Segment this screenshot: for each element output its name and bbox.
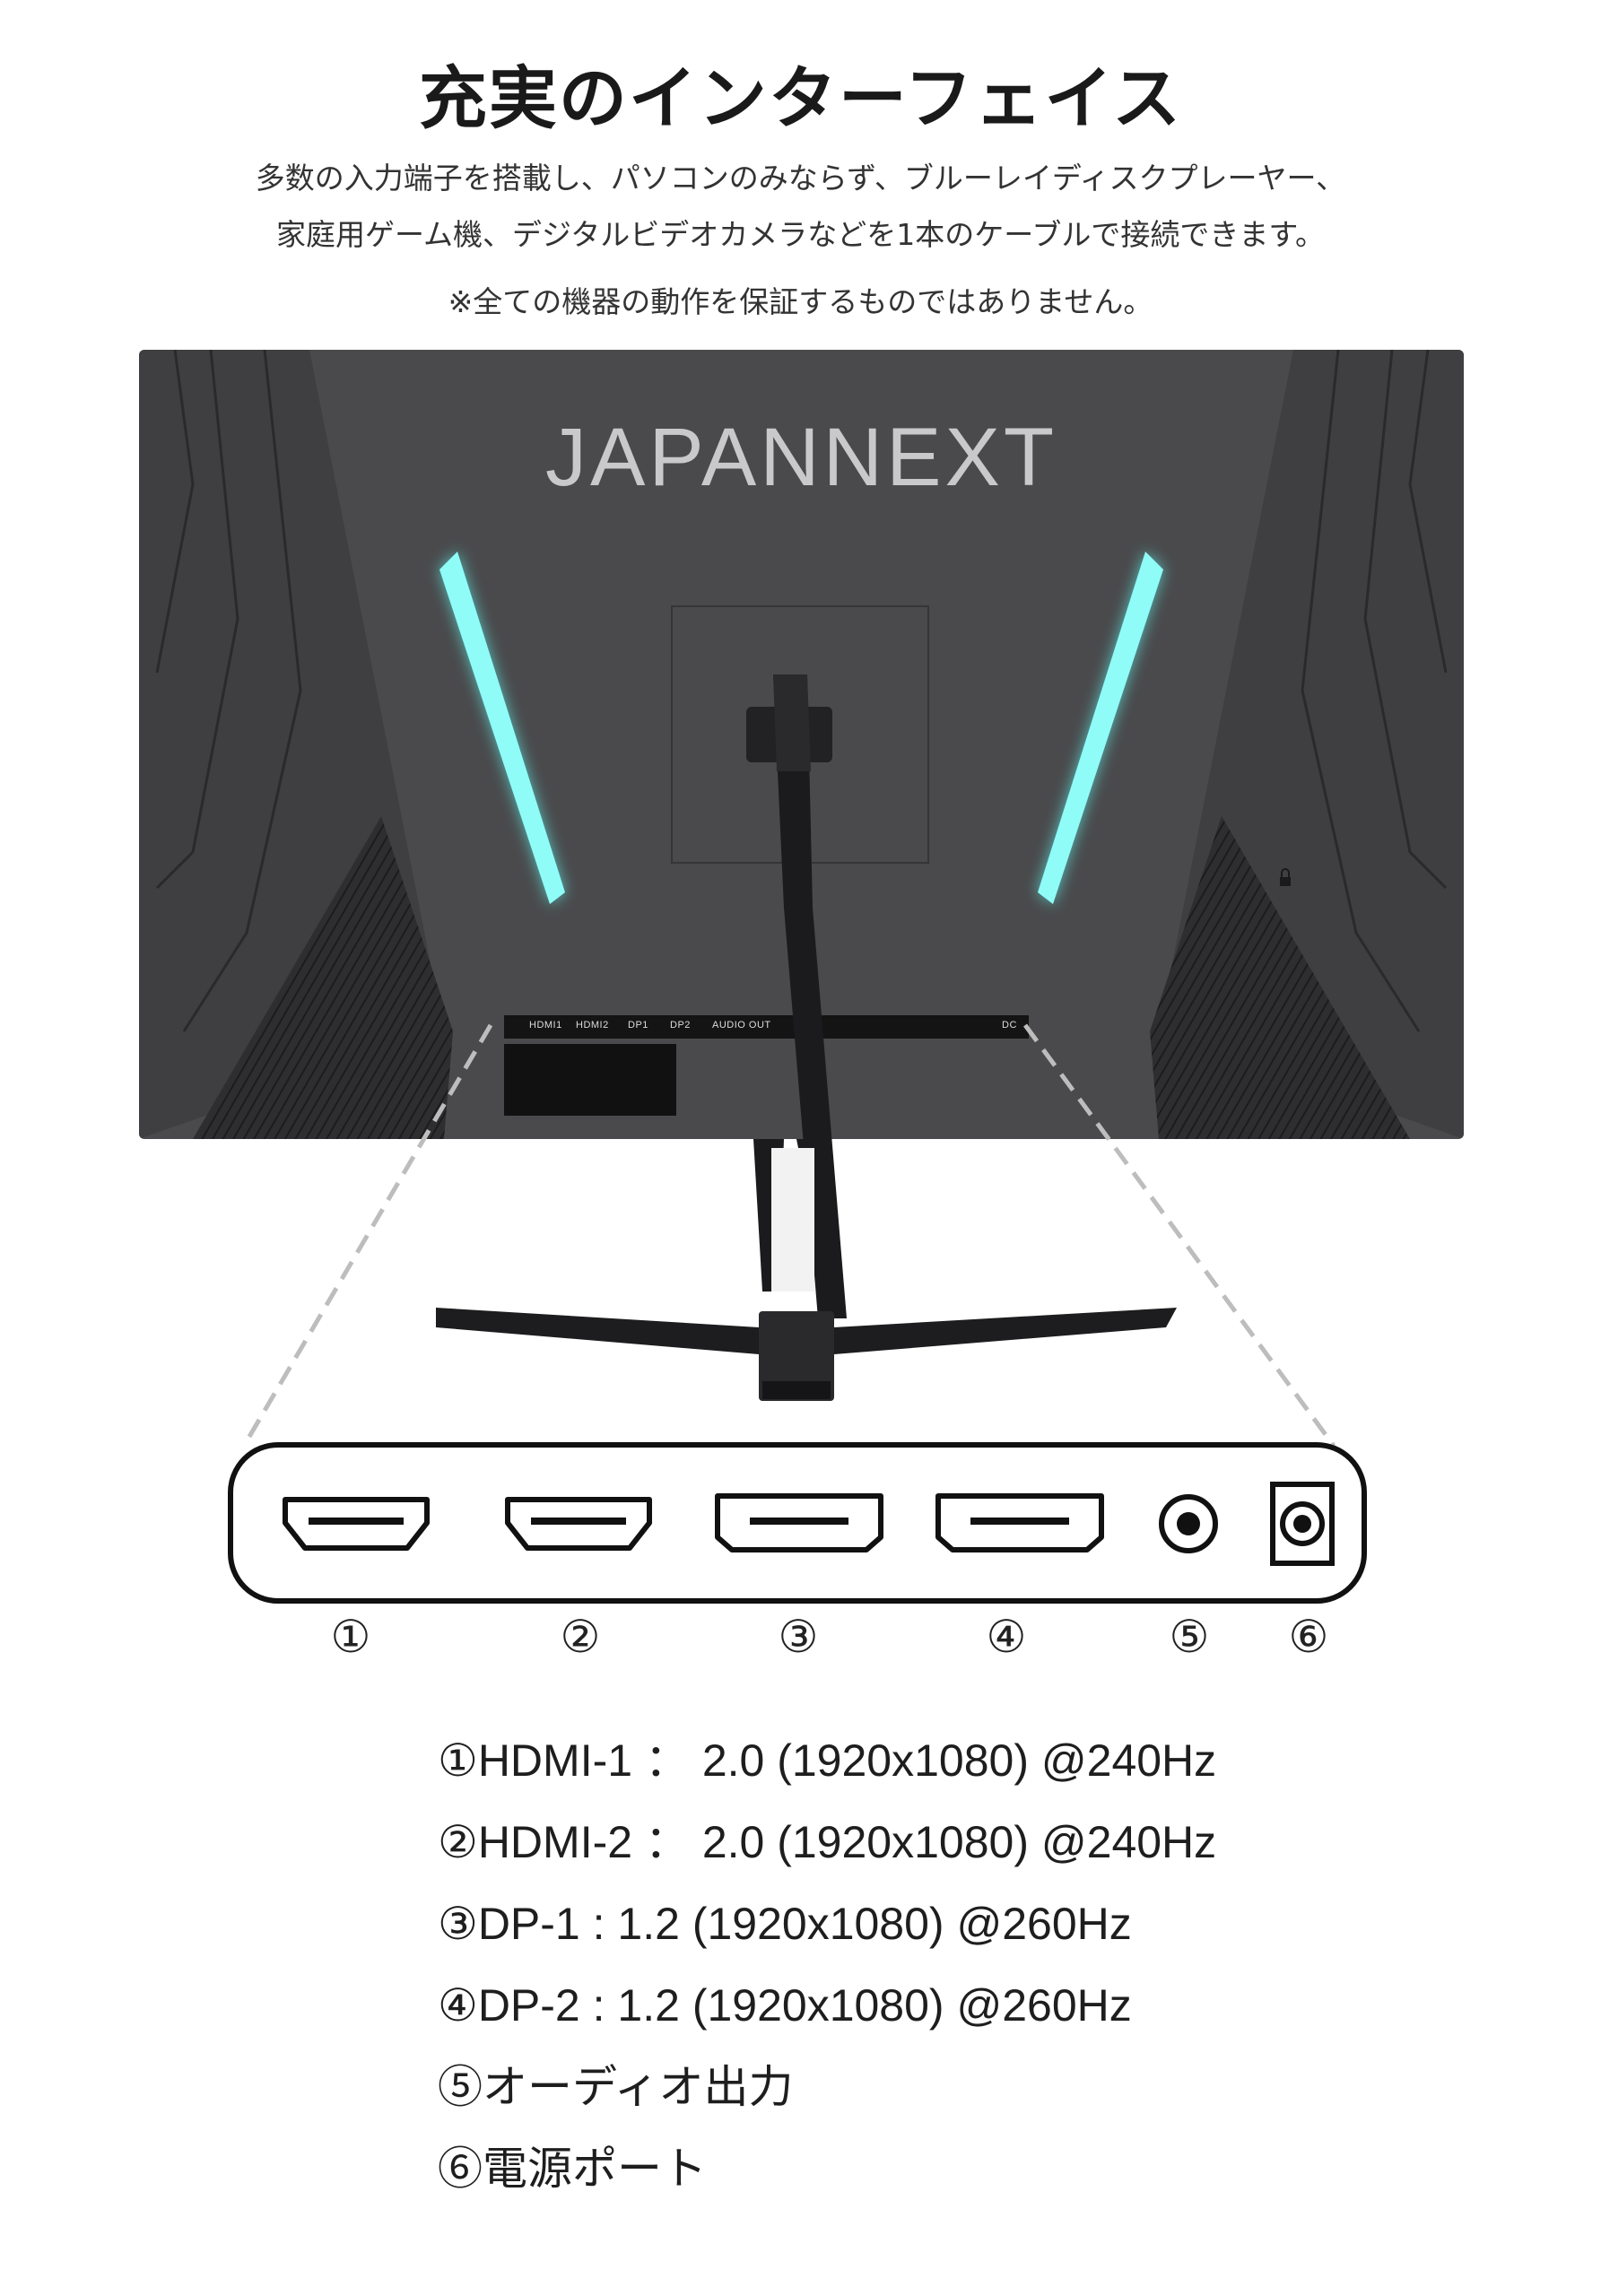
port-number-4: ④	[986, 1611, 1027, 1663]
monitor-back-drawing	[139, 350, 1464, 1139]
port-cover-plate	[504, 1044, 676, 1116]
port-number-3: ③	[778, 1611, 819, 1663]
spec-hdmi-2: ②HDMI-2 ： 2.0 (1920x1080) @240Hz	[438, 1817, 1217, 1867]
strip-label-dp2: DP2	[670, 1020, 691, 1031]
port-label-strip: HDMI1 HDMI2 DP1 DP2 AUDIO OUT DC	[504, 1015, 1029, 1039]
displayport-icon	[935, 1493, 1104, 1552]
disclaimer-note: ※全ての機器の動作を保証するものではありません。	[448, 284, 1153, 319]
hdmi-port-icon	[505, 1497, 652, 1551]
port-number-2: ②	[560, 1611, 601, 1663]
description-line-2: 家庭用ゲーム機、デジタルビデオカメラなどを1本のケーブルで接続できます。	[275, 217, 1326, 252]
brand-logo: JAPANNEXT	[544, 412, 1058, 503]
hdmi-port-icon	[283, 1497, 430, 1551]
strip-label-hdmi2: HDMI2	[576, 1020, 609, 1031]
callout-line-left	[241, 1023, 493, 1448]
port-number-6: ⑥	[1288, 1611, 1329, 1663]
strip-label-hdmi1: HDMI1	[529, 1020, 562, 1031]
page-title: 充実のインターフェイス	[418, 58, 1183, 138]
strip-label-dc: DC	[1002, 1020, 1017, 1031]
stand-and-callout-lines	[241, 674, 1336, 1448]
displayport-icon	[715, 1493, 883, 1552]
callout-line-right	[1022, 1023, 1336, 1448]
port-number-1: ①	[330, 1611, 371, 1663]
port-spec-list: ①HDMI-1 ： 2.0 (1920x1080) @240Hz ②HDMI-2…	[438, 1720, 1424, 2210]
description-line-1: 多数の入力端子を搭載し、パソコンのみならず、ブルーレイディスクプレーヤー、	[255, 161, 1346, 196]
dc-power-icon	[1270, 1482, 1335, 1566]
stand-base-left	[436, 1308, 759, 1354]
port-number-5: ⑤	[1169, 1611, 1210, 1663]
spec-dp-2: ④DP-2 : 1.2 (1920x1080) @260Hz	[438, 1980, 1132, 2031]
stand-base-right	[834, 1308, 1177, 1354]
spec-hdmi-1: ①HDMI-1 ： 2.0 (1920x1080) @240Hz	[438, 1735, 1217, 1786]
audio-jack-icon	[1159, 1494, 1218, 1553]
strip-label-audio-out: AUDIO OUT	[712, 1020, 771, 1031]
stand-base-center	[759, 1311, 834, 1401]
spec-dp-1: ③DP-1 : 1.2 (1920x1080) @260Hz	[438, 1899, 1132, 1949]
port-panel	[228, 1442, 1367, 1604]
strip-label-dp1: DP1	[628, 1020, 648, 1031]
spec-audio-out: ⑤オーディオ出力	[438, 2062, 794, 2112]
spec-power-port: ⑥電源ポート	[438, 2144, 707, 2194]
